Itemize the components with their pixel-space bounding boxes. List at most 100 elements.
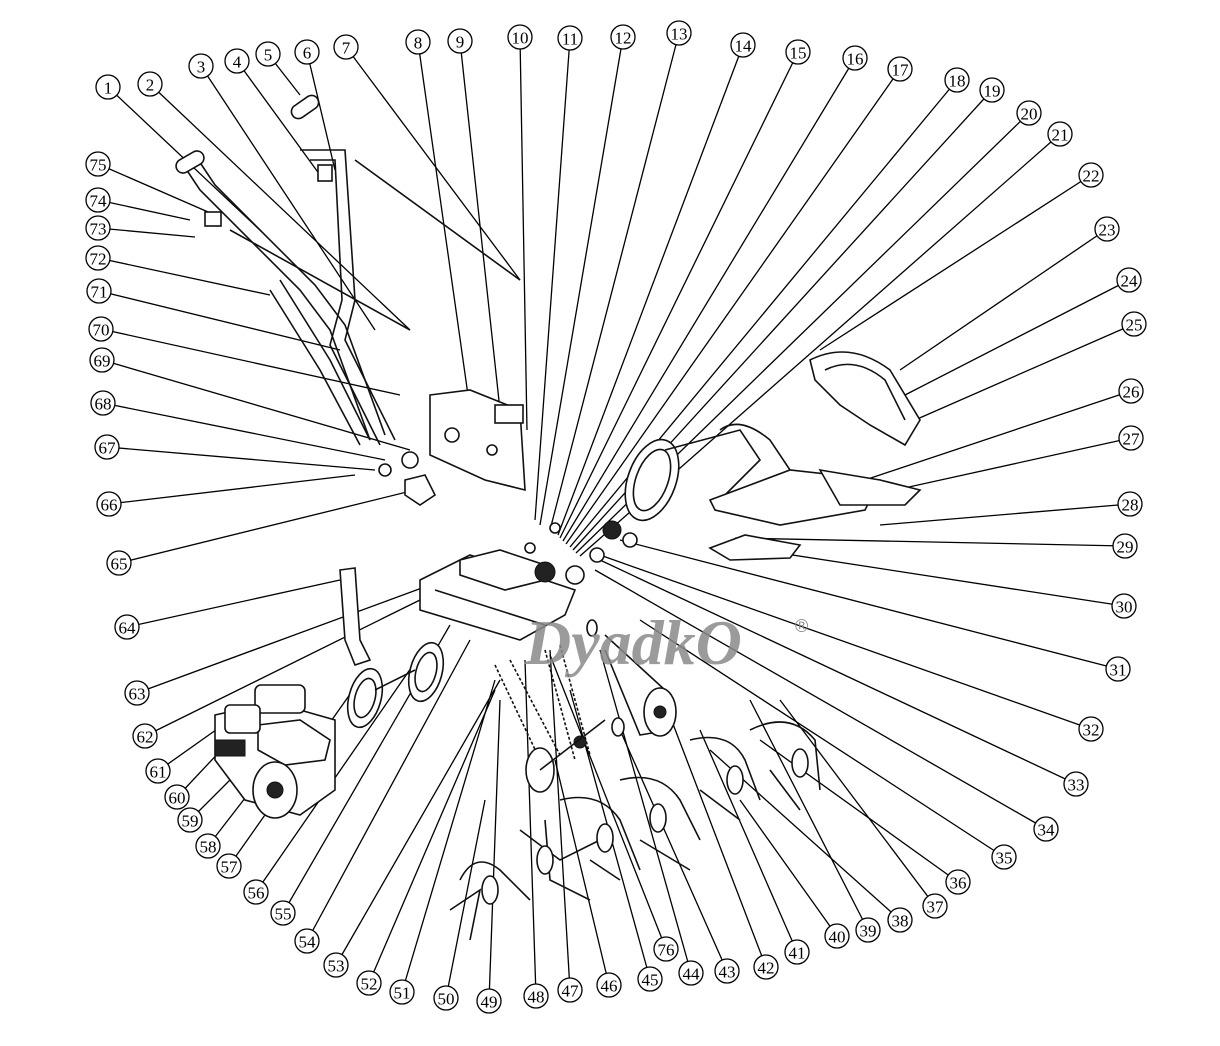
callout-number: 12 xyxy=(615,29,632,48)
callout-circle xyxy=(1078,716,1104,742)
callout-number: 67 xyxy=(99,439,117,458)
callout-circle xyxy=(323,952,349,978)
callout-number: 75 xyxy=(90,156,107,175)
leader-line-7 xyxy=(345,46,521,281)
callout-20: 20 xyxy=(1016,100,1042,126)
leader-line-14 xyxy=(557,44,744,536)
callout-number: 59 xyxy=(182,812,199,831)
callout-number: 47 xyxy=(562,982,580,1001)
callout-circle xyxy=(96,491,122,517)
callout-circle xyxy=(433,985,459,1011)
leader-line-33 xyxy=(599,559,1077,785)
callout-circle xyxy=(979,77,1005,103)
callout-29: 29 xyxy=(1112,533,1138,559)
callout-13: 13 xyxy=(666,20,692,46)
callout-number: 36 xyxy=(950,874,967,893)
callout-53: 53 xyxy=(323,952,349,978)
leader-line-46 xyxy=(554,759,610,986)
callout-circle xyxy=(85,245,111,271)
callout-number: 63 xyxy=(129,685,146,704)
wheels xyxy=(339,567,445,729)
callout-number: 68 xyxy=(95,395,112,414)
callout-circle xyxy=(405,29,431,55)
callout-number: 8 xyxy=(414,34,423,53)
handle-assembly xyxy=(175,94,521,446)
callout-circle xyxy=(270,900,296,926)
callout-number: 26 xyxy=(1123,383,1140,402)
leader-line-4 xyxy=(236,60,321,176)
callout-circle xyxy=(1063,771,1089,797)
callout-66: 66 xyxy=(96,491,122,517)
callout-number: 74 xyxy=(90,192,108,211)
callout-56: 56 xyxy=(243,879,269,905)
callout-10: 10 xyxy=(507,24,533,50)
callout-14: 14 xyxy=(730,32,756,58)
leader-line-72 xyxy=(97,257,271,296)
leader-line-37 xyxy=(779,699,936,907)
leader-line-12 xyxy=(539,36,624,526)
callout-circle xyxy=(1078,162,1104,188)
leader-line-42 xyxy=(659,689,767,968)
callout-64: 64 xyxy=(114,614,140,640)
callout-circle xyxy=(1033,816,1059,842)
callout-circle xyxy=(255,41,281,67)
callout-circle xyxy=(124,680,150,706)
callout-circle xyxy=(507,24,533,50)
callout-2: 2 xyxy=(137,71,163,97)
callout-12: 12 xyxy=(610,24,636,50)
leader-line-47 xyxy=(549,649,571,991)
callout-circle xyxy=(90,390,116,416)
callout-circle xyxy=(855,917,881,943)
leader-line-56 xyxy=(255,654,421,893)
callout-circle xyxy=(356,970,382,996)
callout-46: 46 xyxy=(596,972,622,998)
leader-line-30 xyxy=(759,549,1125,607)
callout-number: 73 xyxy=(90,220,107,239)
callout-number: 53 xyxy=(328,957,345,976)
leader-line-11 xyxy=(534,37,571,521)
leader-line-9 xyxy=(459,40,501,411)
callout-43: 43 xyxy=(714,958,740,984)
callout-70: 70 xyxy=(88,316,114,342)
callout-circle xyxy=(557,25,583,51)
callout-number: 7 xyxy=(342,39,351,58)
callout-circle xyxy=(596,972,622,998)
callout-number: 4 xyxy=(233,53,242,72)
callout-number: 46 xyxy=(601,977,618,996)
callout-number: 69 xyxy=(94,352,111,371)
callout-circle xyxy=(610,24,636,50)
callout-circle xyxy=(1121,311,1147,337)
callout-number: 49 xyxy=(481,993,498,1012)
gearbox-plates xyxy=(378,389,526,506)
callout-number: 56 xyxy=(248,884,265,903)
callout-8: 8 xyxy=(405,29,431,55)
callout-circle xyxy=(85,151,111,177)
leader-line-13 xyxy=(549,32,680,531)
callout-36: 36 xyxy=(945,869,971,895)
callout-circle xyxy=(637,966,663,992)
callout-67: 67 xyxy=(94,434,120,460)
leader-line-74 xyxy=(97,199,191,221)
callout-circle xyxy=(1118,378,1144,404)
callout-number: 24 xyxy=(1121,272,1139,291)
leader-line-15 xyxy=(559,51,799,539)
callout-number: 2 xyxy=(146,76,155,95)
callout-circle xyxy=(678,960,704,986)
leader-line-73 xyxy=(97,227,196,238)
callout-circle xyxy=(216,853,242,879)
callout-circle xyxy=(1094,216,1120,242)
callout-5: 5 xyxy=(255,41,281,67)
callout-circle xyxy=(86,278,112,304)
leader-line-71 xyxy=(98,290,341,351)
callout-71: 71 xyxy=(86,278,112,304)
callout-number: 17 xyxy=(892,61,910,80)
callout-number: 61 xyxy=(150,763,167,782)
chain-drive xyxy=(494,619,677,793)
callout-circle xyxy=(1047,121,1073,147)
leader-line-23 xyxy=(899,228,1108,371)
callout-circle xyxy=(887,907,913,933)
leader-line-31 xyxy=(619,539,1119,670)
callout-44: 44 xyxy=(678,960,704,986)
callout-circle xyxy=(137,71,163,97)
callout-number: 29 xyxy=(1117,538,1134,557)
